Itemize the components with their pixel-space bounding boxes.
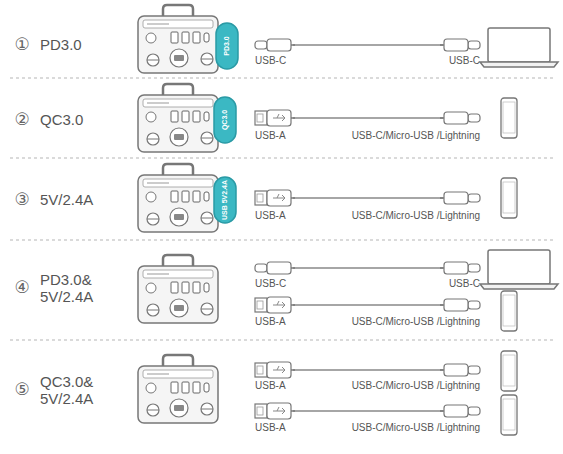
power-station (138, 355, 218, 423)
cable-end-label: USB-C/Micro-USB /Lightning (352, 316, 480, 328)
usb-a-plug (255, 110, 295, 126)
usb-c-plug (440, 405, 480, 417)
usb-a-plug (255, 190, 295, 206)
power-station (138, 5, 218, 73)
usb-c-plug (440, 39, 480, 51)
mode-label: QC3.0& 5V/2.4A (40, 373, 112, 408)
power-station (138, 255, 218, 323)
port-highlight (216, 23, 238, 69)
cable-end-label: USB-C/Micro-USB /Lightning (352, 210, 480, 222)
port-tag: QC3.0 (221, 110, 229, 130)
cable-end-label: USB-A (255, 210, 286, 222)
cable (293, 197, 443, 199)
cable-end-label: USB-C (255, 55, 286, 67)
mode-label: PD3.0 (40, 36, 82, 53)
usb-c-plug (440, 299, 480, 311)
cable-end-label: USB-C (449, 278, 480, 290)
usb-a-plug (255, 362, 295, 378)
usb-c-plug (255, 39, 295, 51)
mode-label: 5V/2.4A (40, 191, 93, 208)
divider (10, 158, 555, 159)
port-highlights (214, 23, 238, 223)
port-highlight (214, 97, 236, 143)
cable (293, 304, 443, 306)
cable (293, 44, 443, 46)
circled-number: ② (14, 110, 29, 130)
usb-c-plug (440, 192, 480, 204)
cable-end-label: USB-A (255, 130, 286, 142)
port-tag: USB 5V2.4A (221, 180, 229, 220)
cable-end-label: USB-A (255, 422, 286, 434)
divider (10, 240, 555, 241)
cables (255, 39, 480, 419)
usb-c-plug (440, 262, 480, 274)
port-tag: PD3.0 (223, 36, 231, 55)
circled-number: ④ (14, 278, 29, 298)
usb-c-plug (440, 364, 480, 376)
laptop (480, 250, 558, 289)
circled-number: ⑤ (14, 380, 29, 400)
cable-end-label: USB-A (255, 380, 286, 392)
power-stations (138, 5, 218, 423)
cable-end-label: USB-C/Micro-USB /Lightning (352, 130, 480, 142)
cable-end-label: USB-A (255, 316, 286, 328)
cable (293, 117, 443, 119)
power-station (138, 164, 218, 232)
usb-c-plug (255, 262, 295, 274)
cable (293, 369, 443, 371)
mode-label: PD3.0& 5V/2.4A (40, 271, 112, 306)
usb-a-plug (255, 403, 295, 419)
circled-number: ① (14, 35, 29, 55)
laptop (480, 28, 558, 67)
phone (501, 98, 517, 138)
circled-number: ③ (14, 190, 29, 210)
phone (501, 291, 517, 331)
mode-label: QC3.0 (40, 111, 83, 128)
divider (10, 340, 555, 341)
target-devices (480, 28, 558, 435)
usb-a-plug (255, 297, 295, 313)
usb-c-plug (440, 112, 480, 124)
cable-end-label: USB-C (449, 55, 480, 67)
cable-end-label: USB-C/Micro-USB /Lightning (352, 380, 480, 392)
phone (501, 395, 517, 435)
power-station (138, 84, 218, 152)
cable (293, 267, 443, 269)
row-dividers (10, 78, 555, 340)
phone (501, 351, 517, 391)
divider (10, 78, 555, 79)
port-highlight (214, 177, 236, 223)
cable-end-label: USB-C/Micro-USB /Lightning (352, 422, 480, 434)
phone (501, 178, 517, 218)
cable-end-label: USB-C (255, 278, 286, 290)
cable (293, 410, 443, 412)
